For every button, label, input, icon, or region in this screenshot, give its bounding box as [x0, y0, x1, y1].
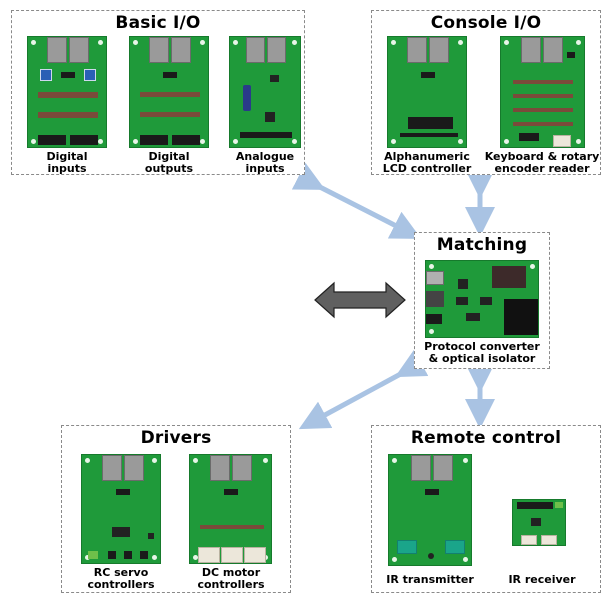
board-ir-receiver — [512, 499, 566, 546]
group-matching: Matching Protocol converter& optical iso… — [414, 232, 550, 369]
group-title: Matching — [436, 235, 528, 255]
board-lcd-controller — [387, 36, 467, 148]
group-title: Console I/O — [430, 13, 542, 33]
group-remote-control: Remote control IR transmitter IR receive… — [371, 425, 601, 593]
board-ir-transmitter — [388, 454, 472, 566]
board-keyboard-encoder — [500, 36, 585, 148]
board-label: IR transmitter — [386, 573, 474, 586]
arrow-basic-io-matching — [291, 162, 422, 239]
double-arrow-icon — [314, 281, 406, 319]
group-title: Drivers — [140, 428, 212, 448]
board-digital-inputs — [27, 36, 107, 148]
group-title: Remote control — [410, 428, 562, 448]
board-label: Protocol converter& optical isolator — [424, 340, 540, 365]
board-label: IR receiver — [508, 573, 576, 586]
board-rc-servo — [81, 454, 161, 564]
board-analogue-inputs — [229, 36, 301, 148]
arrow-matching-drivers — [298, 349, 429, 430]
group-title: Basic I/O — [115, 13, 201, 33]
board-protocol-converter — [425, 260, 539, 338]
board-digital-outputs — [129, 36, 209, 148]
board-dc-motor — [189, 454, 272, 564]
